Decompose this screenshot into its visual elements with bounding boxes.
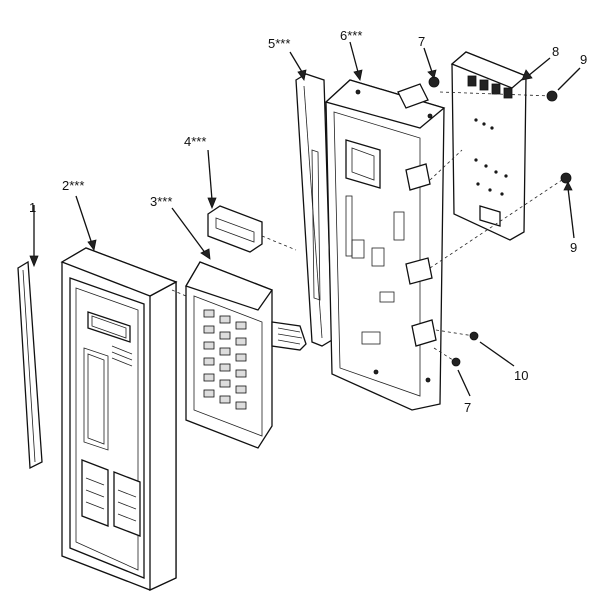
screw-9-top bbox=[546, 67, 581, 102]
part-2-control-panel-frame bbox=[60, 195, 178, 592]
callout-5: 5*** bbox=[268, 36, 290, 51]
part-1-trim-strip bbox=[17, 205, 43, 470]
part-3-membrane-keypad bbox=[171, 207, 307, 449]
part-6-main-chassis bbox=[324, 41, 446, 411]
part-4-bezel-window bbox=[207, 149, 263, 253]
callout-2: 2*** bbox=[62, 178, 84, 193]
screw-9-lower bbox=[560, 172, 575, 239]
callout-4: 4*** bbox=[184, 134, 206, 149]
part-5-side-rail bbox=[289, 51, 333, 347]
callout-3: 3*** bbox=[150, 194, 172, 209]
callout-9-top: 9 bbox=[580, 52, 587, 67]
callout-9-lower: 9 bbox=[570, 240, 577, 255]
callout-10: 10 bbox=[514, 368, 528, 383]
callout-6: 6*** bbox=[340, 28, 362, 43]
screw-7-top bbox=[423, 47, 440, 88]
callout-7-bottom: 7 bbox=[464, 400, 471, 415]
screw-7-bottom bbox=[451, 357, 471, 397]
part-8-display-pcb bbox=[450, 51, 551, 241]
callout-7-top: 7 bbox=[418, 34, 425, 49]
callout-1: 1 bbox=[29, 200, 36, 215]
explode-lines bbox=[171, 91, 563, 363]
callout-8: 8 bbox=[552, 44, 559, 59]
screw-10 bbox=[469, 331, 515, 367]
